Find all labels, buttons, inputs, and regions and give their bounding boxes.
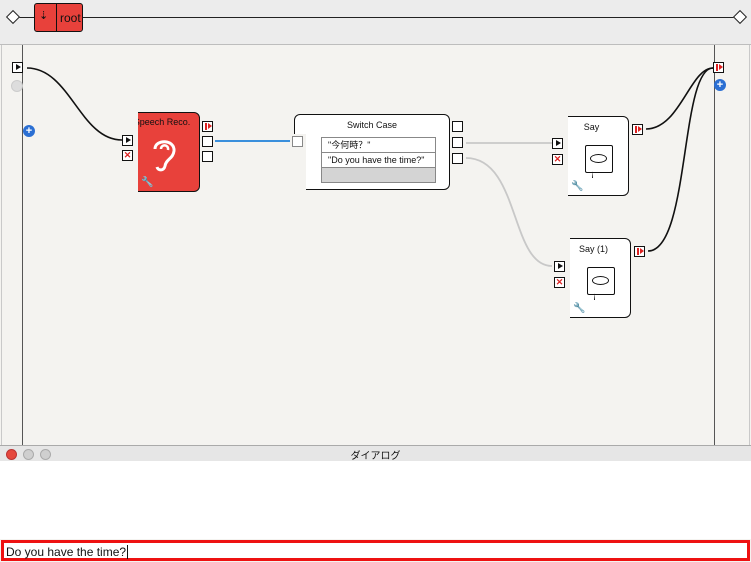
down-arrow-icon: ⇣ bbox=[39, 10, 49, 22]
case-table: "今何時？" "Do you have the time?" bbox=[321, 137, 436, 183]
say-1-title: Say (1) bbox=[578, 244, 608, 254]
right-outer-edge bbox=[749, 45, 750, 445]
left-frame-edge bbox=[22, 45, 23, 445]
root-label: root bbox=[60, 11, 81, 25]
ear-icon bbox=[153, 140, 176, 172]
say-title: Say bbox=[583, 122, 600, 132]
speech-reco-stop-port[interactable]: ✕ bbox=[122, 150, 133, 161]
add-output-plus-icon[interactable]: + bbox=[714, 79, 726, 91]
minimize-window-icon[interactable] bbox=[23, 449, 34, 460]
dialog-input-value: Do you have the time? bbox=[6, 545, 127, 559]
path-line bbox=[10, 17, 741, 18]
close-window-icon[interactable] bbox=[6, 449, 17, 460]
say-done-port[interactable] bbox=[632, 124, 643, 135]
add-input-plus-icon[interactable]: + bbox=[23, 125, 35, 137]
right-frame-edge bbox=[714, 45, 715, 445]
switch-case-notch bbox=[294, 134, 306, 190]
say-stop-port[interactable]: ✕ bbox=[552, 154, 563, 165]
speech-reco-word-output-port[interactable] bbox=[202, 136, 213, 147]
dialog-text-input[interactable]: Do you have the time? bbox=[1, 540, 750, 561]
speech-reco-done-port[interactable] bbox=[202, 121, 213, 132]
case-row[interactable]: "今何時？" bbox=[321, 137, 436, 153]
switch-case-output-port-1[interactable] bbox=[452, 121, 463, 132]
dialog-log-area[interactable] bbox=[0, 461, 751, 539]
root-behavior-button[interactable]: ⇣ root bbox=[34, 3, 83, 32]
text-cursor bbox=[127, 545, 129, 559]
speech-reco-start-port[interactable] bbox=[122, 135, 133, 146]
dialog-titlebar: ダイアログ bbox=[0, 445, 751, 462]
wrench-icon[interactable]: 🔧 bbox=[141, 177, 154, 188]
root-path-bar: ⇣ root bbox=[0, 0, 751, 45]
speech-reco-title: Speech Reco. bbox=[133, 117, 191, 127]
say-start-port[interactable] bbox=[552, 138, 563, 149]
disabled-add-port-icon bbox=[11, 80, 23, 92]
speech-bubble-mouth-icon bbox=[587, 267, 615, 300]
left-outer-edge bbox=[1, 45, 2, 445]
switch-case-title: Switch Case bbox=[346, 120, 398, 130]
say-1-start-port[interactable] bbox=[554, 261, 565, 272]
say-1-stop-port[interactable]: ✕ bbox=[554, 277, 565, 288]
behavior-start-input-port[interactable] bbox=[12, 62, 23, 73]
case-row[interactable]: "Do you have the time?" bbox=[321, 153, 436, 168]
behavior-end-output-port[interactable] bbox=[713, 62, 724, 73]
say-1-done-port[interactable] bbox=[634, 246, 645, 257]
root-button-divider bbox=[56, 4, 57, 31]
wrench-icon[interactable]: 🔧 bbox=[571, 181, 584, 192]
switch-case-input-port[interactable] bbox=[292, 136, 303, 147]
speech-bubble-mouth-icon bbox=[585, 145, 613, 178]
switch-case-box[interactable]: Switch Case "今何時？" "Do you have the time… bbox=[294, 114, 450, 190]
dialog-title: ダイアログ bbox=[350, 451, 401, 462]
switch-case-output-port-2[interactable] bbox=[452, 137, 463, 148]
switch-case-output-port-3[interactable] bbox=[452, 153, 463, 164]
zoom-window-icon[interactable] bbox=[40, 449, 51, 460]
speech-reco-output-port-3[interactable] bbox=[202, 151, 213, 162]
case-row-empty[interactable] bbox=[321, 168, 436, 183]
wrench-icon[interactable]: 🔧 bbox=[573, 303, 586, 314]
